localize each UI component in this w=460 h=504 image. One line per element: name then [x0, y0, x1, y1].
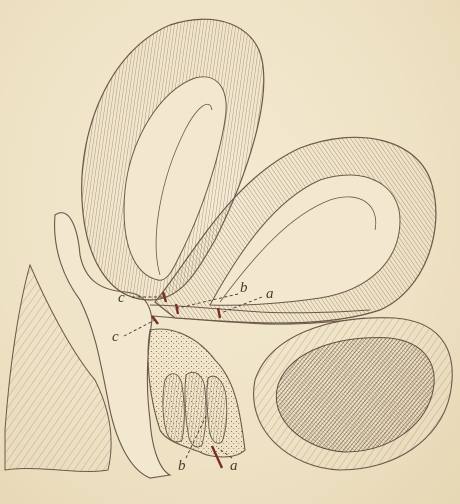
- lower-central-fold-1: [163, 374, 184, 442]
- lower-central-fold-2: [185, 372, 206, 447]
- label-upper-a: a: [266, 286, 274, 302]
- lower-central-fold-3: [207, 376, 227, 443]
- label-bottom-b: b: [178, 458, 186, 474]
- label-lower-c: c: [112, 329, 119, 345]
- label-upper-b: b: [240, 280, 248, 296]
- label-upper-c: c: [118, 290, 125, 306]
- label-bottom-a: a: [230, 458, 238, 474]
